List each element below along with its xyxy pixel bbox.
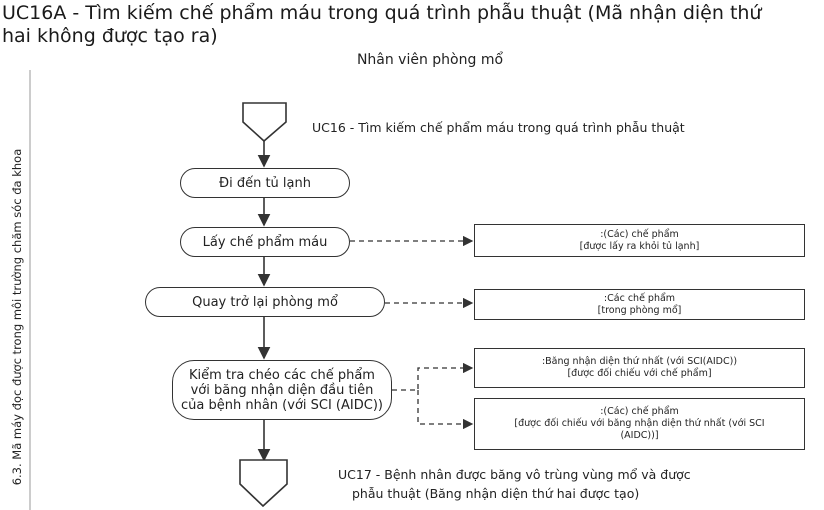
start-connector-shape [242,102,287,143]
object-node: :Các chế phẩm [trong phòng mổ] [474,289,805,320]
diagram-title-line1: UC16A - Tìm kiếm chế phẩm máu trong quá … [2,2,762,24]
object-node: :(Các) chế phẩm [được đối chiếu với băng… [474,398,805,450]
object-name: :(Các) chế phẩm [600,406,679,417]
activity-go-to-fridge: Đi đến tủ lạnh [180,168,350,198]
object-name: :Các chế phẩm [603,292,676,304]
object-state: [trong phòng mổ] [597,304,682,316]
object-name: :Băng nhận diện thứ nhất (với SCI(AIDC)) [541,356,738,367]
end-usecase-label-line1: UC17 - Bệnh nhân được băng vô trùng vùng… [338,467,691,482]
swimlane-title: Nhân viên phòng mổ [356,52,504,68]
object-name: :(Các) chế phẩm [600,228,679,240]
object-flow [392,362,474,391]
object-state: [được đối chiếu với chế phẩm] [567,368,712,379]
object-state: [được đối chiếu với băng nhận diện thứ n… [514,418,765,441]
object-node: :(Các) chế phẩm [được lấy ra khỏi tủ lạn… [474,224,805,257]
end-usecase-label-line2: phẫu thuật (Băng nhận diện thứ hai được … [352,486,640,501]
object-node: :Băng nhận diện thứ nhất (với SCI(AIDC))… [474,348,805,388]
start-usecase-label: UC16 - Tìm kiếm chế phẩm máu trong quá t… [312,120,685,135]
object-state: [được lấy ra khỏi tủ lạnh] [579,240,700,252]
activity-return-to-or: Quay trở lại phòng mổ [145,287,385,317]
end-connector-shape [239,459,288,508]
activity-take-blood-product: Lấy chế phẩm máu [180,227,350,257]
diagram-title-line2: hai không được tạo ra) [2,25,218,47]
activity-cross-check: Kiểm tra chéo các chế phẩm với băng nhận… [172,360,392,420]
object-flow [417,390,474,430]
